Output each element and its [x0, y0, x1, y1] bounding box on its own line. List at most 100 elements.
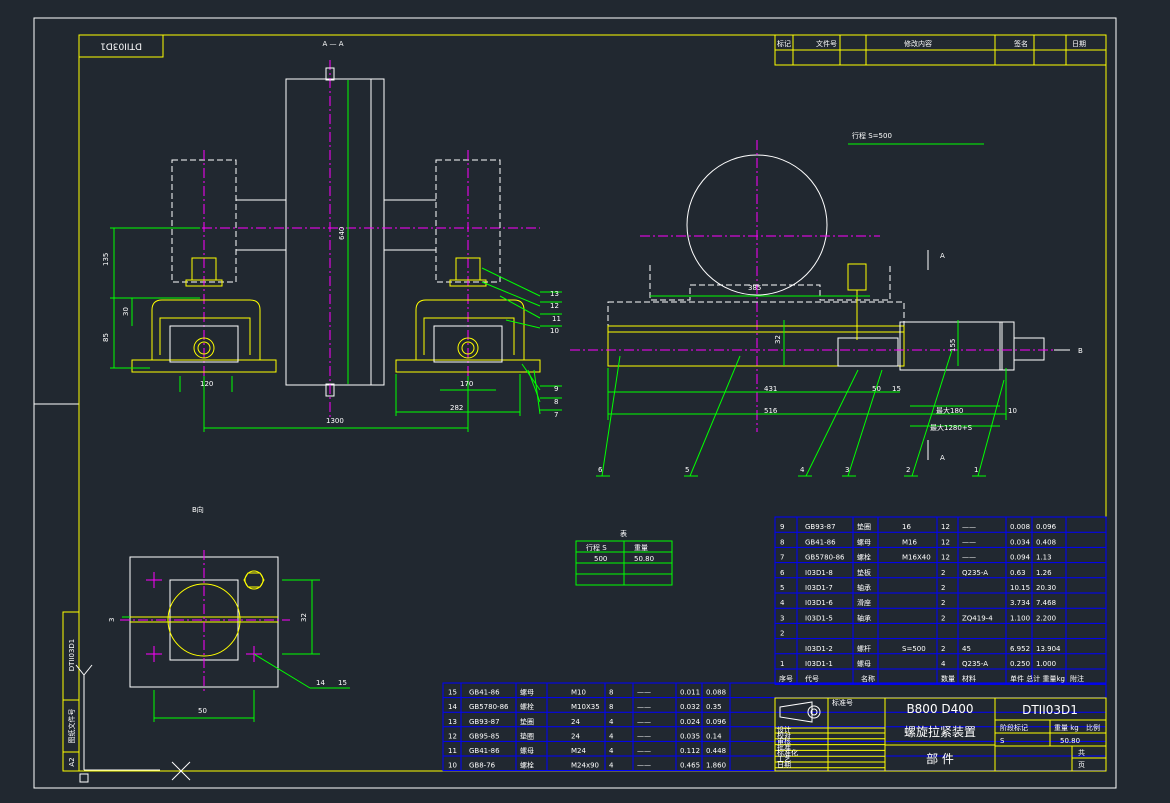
svg-text:1: 1	[974, 466, 978, 474]
parts-cell: GB5780-86	[805, 554, 845, 562]
parts-cell: GB41-86	[805, 538, 836, 546]
parts-cell: 0.094	[1010, 554, 1031, 562]
parts-cell: 螺母	[857, 537, 871, 546]
svg-text:重量 kg: 重量 kg	[1054, 724, 1079, 732]
parts-cell: 垫板	[857, 568, 871, 577]
parts-cell: 16	[902, 523, 911, 531]
svg-text:B向: B向	[192, 505, 204, 514]
parts-cell: ZQ419-4	[962, 614, 993, 622]
parts-cell: GB93-87	[469, 718, 500, 726]
svg-text:5: 5	[685, 466, 689, 474]
side-view	[570, 140, 1070, 477]
parts-cell: M16X40	[902, 554, 931, 562]
b-view-labels: B向 50 32 3 14 15	[108, 505, 347, 715]
parts-cell: 2	[780, 630, 784, 638]
parts-cell: 2	[941, 569, 945, 577]
svg-text:修改内容: 修改内容	[904, 39, 932, 48]
left-view-dims: 135 30 85 120 1300 640 170 282	[102, 227, 473, 425]
parts-cell: 8	[780, 538, 784, 546]
parts-cell: 15	[448, 689, 457, 697]
sign-row-label: 标准化	[777, 748, 798, 757]
svg-text:表: 表	[620, 529, 627, 538]
parts-cell: 12	[941, 554, 950, 562]
parts-header-cell: 材料	[962, 674, 976, 683]
svg-text:50: 50	[872, 385, 881, 393]
parts-cell: 1.100	[1010, 614, 1030, 622]
svg-text:行程 S=500: 行程 S=500	[852, 131, 892, 140]
parts-cell: ——	[962, 523, 976, 531]
parts-cell: M16	[902, 538, 917, 546]
svg-text:14: 14	[316, 679, 325, 687]
sign-row-label: 审核	[777, 737, 791, 746]
parts-cell: 24	[571, 732, 580, 740]
parts-cell: GB5780-86	[469, 703, 509, 711]
svg-text:135: 135	[102, 253, 110, 266]
svg-text:3: 3	[845, 466, 849, 474]
parts-cell: ——	[962, 538, 976, 546]
svg-text:部 件: 部 件	[926, 751, 954, 766]
side-view-labels: 行程 S=500 385 431 516 32 50 15 最大180 最大12…	[598, 131, 1083, 474]
svg-text:11: 11	[552, 315, 561, 323]
stroke-table: 表 行程 S 重量 500 50.80	[575, 529, 673, 586]
parts-cell: 2	[941, 599, 945, 607]
svg-text:32: 32	[300, 613, 308, 622]
parts-cell: 10	[448, 762, 457, 770]
svg-text:图纸文件号: 图纸文件号	[67, 709, 76, 744]
parts-cell: 轴承	[857, 583, 871, 592]
parts-cell: 0.024	[680, 718, 701, 726]
parts-cell: GB95-85	[469, 732, 500, 740]
sign-row-label: 设计	[777, 725, 791, 734]
svg-text:标记: 标记	[777, 39, 791, 48]
parts-cell: 4	[609, 762, 614, 770]
svg-text:共: 共	[1078, 748, 1085, 757]
parts-cell: 0.250	[1010, 660, 1030, 668]
parts-cell: 4	[609, 732, 614, 740]
sign-row-label: 工艺	[777, 755, 791, 763]
parts-cell: 0.008	[1010, 523, 1030, 531]
parts-cell: 4	[609, 718, 614, 726]
parts-cell: M24x90	[571, 762, 599, 770]
parts-cell: 2.200	[1036, 614, 1056, 622]
parts-cell: 7.468	[1036, 599, 1056, 607]
parts-cell: M10X35	[571, 703, 600, 711]
svg-text:重量: 重量	[634, 544, 648, 552]
parts-cell: 0.63	[1010, 569, 1026, 577]
svg-text:12: 12	[550, 302, 559, 310]
parts-cell: Q235-A	[962, 569, 988, 577]
svg-text:阶段标记: 阶段标记	[1000, 723, 1028, 732]
parts-cell: M24	[571, 747, 586, 755]
svg-text:640: 640	[338, 227, 346, 240]
parts-cell: 6.952	[1010, 645, 1030, 653]
parts-cell: I03D1-5	[805, 614, 833, 622]
parts-cell: 1.000	[1036, 660, 1056, 668]
svg-text:标准号: 标准号	[832, 698, 853, 707]
svg-text:13: 13	[550, 290, 559, 298]
parts-cell: 0.088	[706, 689, 726, 697]
parts-cell: 0.096	[1036, 523, 1057, 531]
parts-cell: GB41-86	[469, 689, 500, 697]
svg-text:155: 155	[949, 339, 957, 352]
parts-cell: 2	[941, 645, 945, 653]
svg-text:A2: A2	[68, 757, 76, 766]
svg-text:50.80: 50.80	[1060, 737, 1080, 745]
svg-text:120: 120	[200, 380, 213, 388]
parts-cell: ——	[637, 703, 651, 711]
parts-cell: 0.034	[1010, 538, 1031, 546]
sign-row-label: 日期	[777, 761, 791, 769]
parts-cell: ——	[962, 554, 976, 562]
parts-cell: 螺杆	[857, 644, 871, 653]
sign-row-label: 校对	[777, 731, 791, 740]
parts-cell: I03D1-8	[805, 569, 833, 577]
svg-text:签名: 签名	[1014, 39, 1028, 48]
svg-text:2: 2	[906, 466, 910, 474]
